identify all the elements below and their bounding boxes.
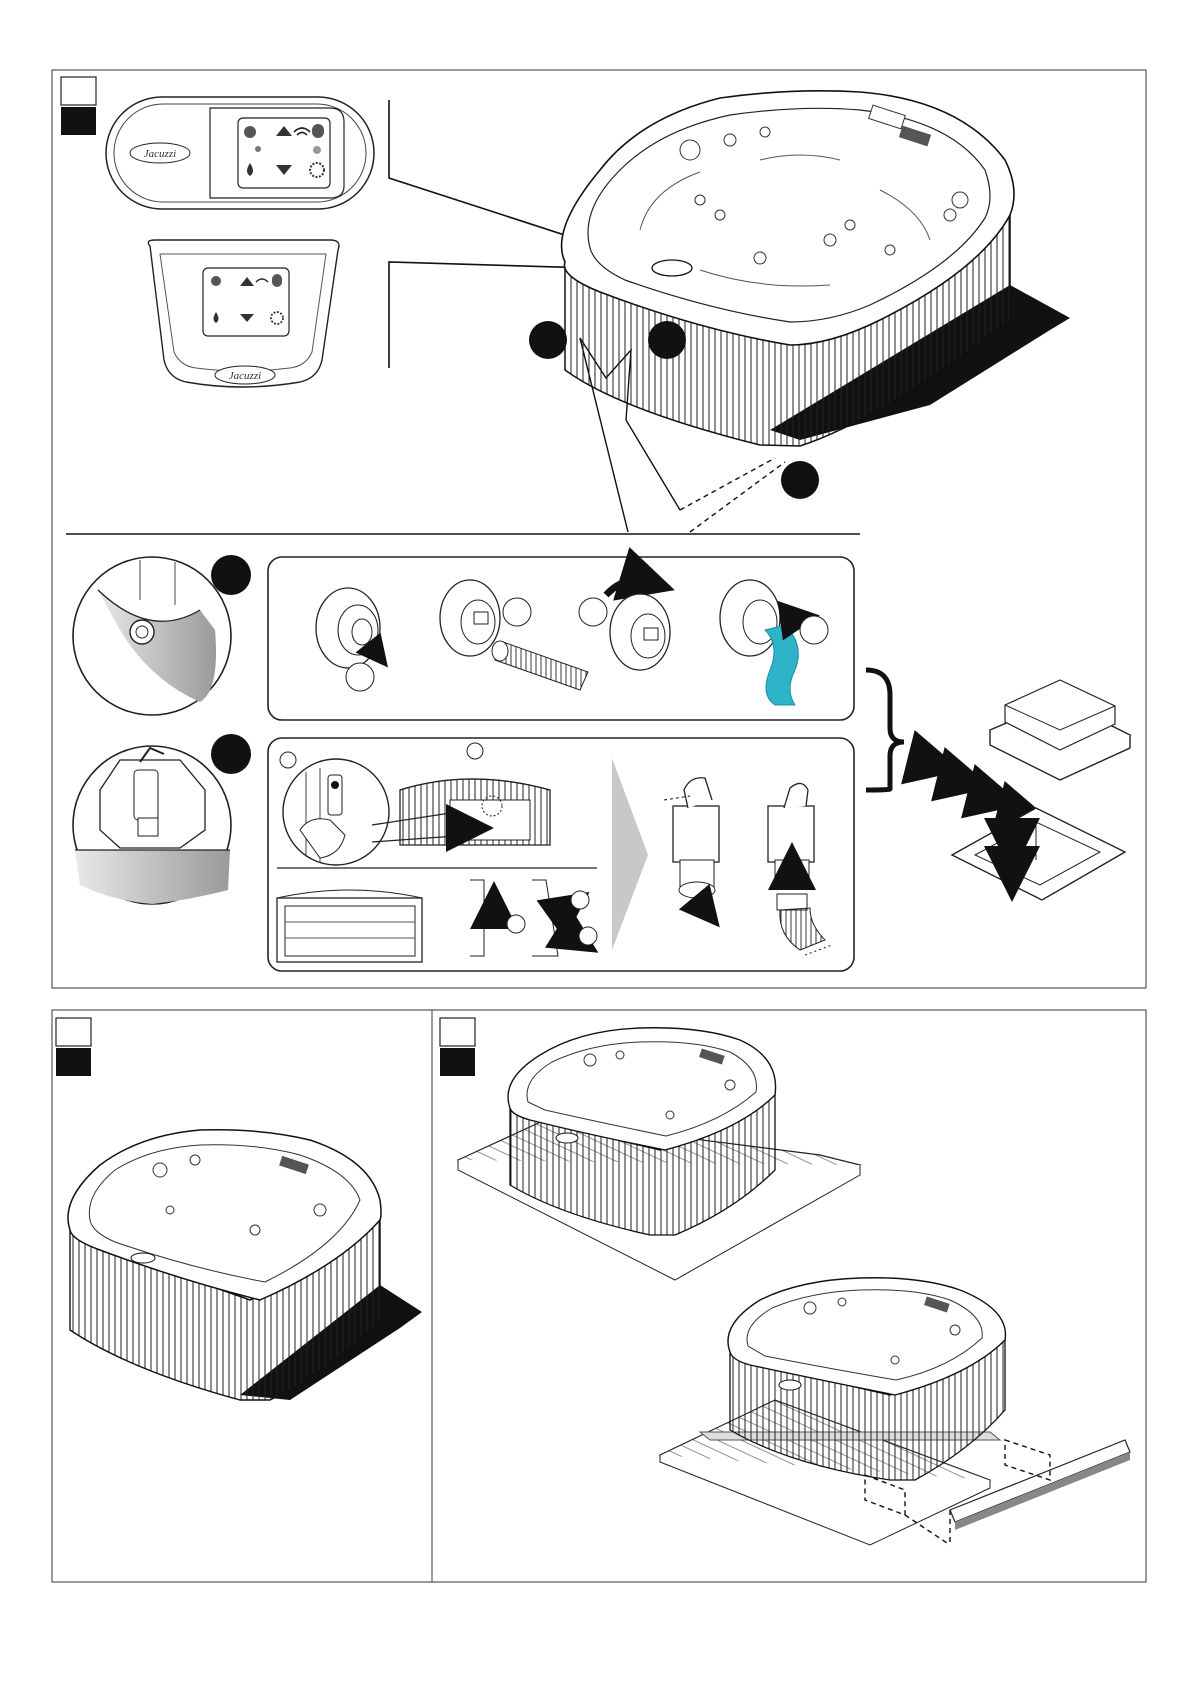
step-number-box-2 <box>56 1018 91 1046</box>
detail-circle-drain-plug <box>73 557 231 715</box>
step-label-box-2 <box>56 1048 91 1076</box>
step-label-box <box>61 107 96 135</box>
drain-route <box>915 680 1130 900</box>
logo-text-2: Jacuzzi <box>229 370 261 382</box>
control-panel-oval: Jacuzzi <box>106 97 374 209</box>
marker-drain-c <box>781 461 819 499</box>
control-panel-rect: Jacuzzi <box>148 240 339 387</box>
control-panel-on-tub <box>652 260 692 276</box>
power-icon <box>244 126 256 138</box>
marker-detail-b <box>211 734 251 774</box>
detail-circle-valve <box>73 746 231 904</box>
hot-tub-on-frame <box>660 1278 1130 1545</box>
step-number-box <box>61 77 96 105</box>
curly-brace <box>866 670 904 790</box>
step-b1-tub-side <box>400 779 550 845</box>
marker-drain-a <box>529 321 567 359</box>
marker-drain-b <box>648 321 686 359</box>
light-icon <box>312 124 324 138</box>
hot-tub-main <box>562 91 1070 446</box>
hot-tub-panel-2 <box>68 1130 422 1400</box>
step-label-box-3 <box>440 1048 475 1076</box>
logo-text: Jacuzzi <box>144 148 176 160</box>
hot-tub-on-deck <box>458 1028 860 1280</box>
step-number-box-3 <box>440 1018 475 1046</box>
marker-detail-a <box>211 555 251 595</box>
